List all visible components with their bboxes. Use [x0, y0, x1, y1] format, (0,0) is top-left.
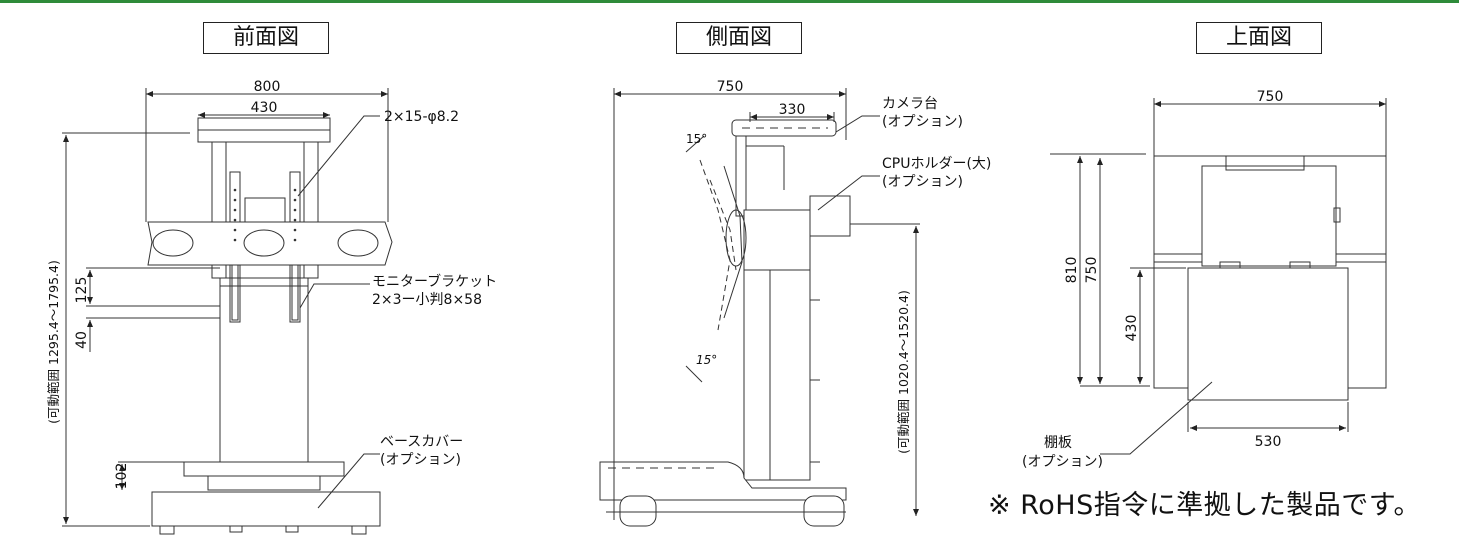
side-cpu-holder-opt: (オプション): [882, 174, 963, 190]
top-dim-810: 810: [1064, 257, 1080, 284]
top-view: [1050, 98, 1387, 455]
front-dim-102: 102: [114, 463, 130, 490]
top-dim-750: 750: [1257, 89, 1284, 105]
front-base-cover-label: ベースカバー: [380, 434, 463, 450]
top-view-title: 上面図: [1196, 22, 1322, 54]
front-dim-800: 800: [254, 79, 281, 95]
side-range: (可動範囲 1020.4～1520.4): [896, 290, 911, 454]
front-base-cover-opt: (オプション): [380, 452, 461, 468]
front-dim-125: 125: [74, 277, 90, 304]
side-view: [599, 88, 920, 527]
front-bracket-screw: 2×3ー小判8×58: [372, 292, 482, 308]
header-rule: [0, 0, 1459, 3]
front-dim-430: 430: [251, 100, 278, 116]
front-view: [62, 88, 393, 535]
side-camera-stand-label: カメラ台: [882, 96, 938, 112]
top-dim-750-depth: 750: [1084, 257, 1100, 284]
front-range: (可動範囲 1295.4～1795.4): [46, 260, 61, 424]
front-view-title: 前面図: [203, 22, 329, 54]
side-view-title: 側面図: [676, 22, 802, 54]
side-dim-750: 750: [717, 79, 744, 95]
side-angle-top: 15°: [686, 132, 707, 146]
side-angle-bottom: 15°: [696, 353, 717, 367]
top-shelf-label: 棚板: [1044, 435, 1072, 451]
top-dim-530: 530: [1255, 434, 1282, 450]
rohs-note: ※ RoHS指令に準拠した製品です。: [988, 490, 1422, 521]
side-dim-330: 330: [779, 102, 806, 118]
front-dim-40: 40: [74, 331, 90, 349]
top-shelf-opt: (オプション): [1022, 454, 1103, 470]
front-bracket-label: モニターブラケット: [372, 273, 497, 290]
front-hole-spec: 2×15-φ8.2: [384, 109, 459, 125]
side-camera-stand-opt: (オプション): [882, 114, 963, 130]
top-dim-430: 430: [1124, 315, 1140, 342]
side-cpu-holder-label: CPUホルダー(大): [882, 156, 991, 172]
